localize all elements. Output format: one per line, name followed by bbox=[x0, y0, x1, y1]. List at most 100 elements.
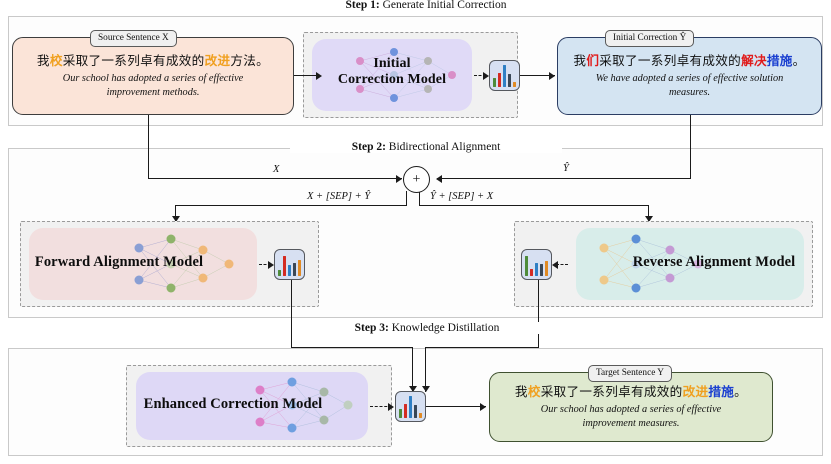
zh-seg-highlight: 们 bbox=[586, 52, 600, 68]
step1-name: Generate Initial Correction bbox=[382, 0, 507, 11]
zh-seg-highlight: 校 bbox=[49, 52, 63, 68]
split-drop-left bbox=[175, 205, 177, 222]
zh-seg: 采取了一系列卓有成效的 bbox=[599, 52, 742, 68]
split-arrow-left-head bbox=[171, 216, 180, 222]
initial-correction-tag: Initial Correction Ŷ bbox=[605, 30, 695, 47]
bar-1 bbox=[398, 409, 403, 418]
initial-correction-model-label: Initial Correction Model bbox=[337, 56, 447, 87]
step2-number: Step 2: bbox=[351, 141, 386, 153]
bar-2 bbox=[497, 73, 502, 87]
merge-arrow-right-head bbox=[436, 174, 442, 183]
step3-name: Knowledge Distillation bbox=[391, 322, 500, 334]
arrow-reverse-to-chart-head bbox=[552, 260, 558, 269]
distill-drop-right bbox=[538, 280, 540, 348]
zh-seg-highlight: 解决 bbox=[741, 52, 767, 68]
initial-correction-model-card[interactable]: Initial Correction Model bbox=[312, 39, 472, 111]
zh-seg-highlight: 校 bbox=[527, 383, 541, 399]
source-sentence-zh: 我校采取了一系列卓有成效的改进方法。 bbox=[37, 53, 269, 69]
target-sentence-tag: Target Sentence Y bbox=[588, 365, 673, 382]
zh-seg: 我 bbox=[573, 52, 587, 68]
distill-down-left bbox=[412, 347, 414, 392]
step1-title: Step 1: Generate Initial Correction bbox=[270, 0, 582, 11]
initial-correction-bubble: 我们采取了一系列卓有成效的解决措施。 We have adopted a ser… bbox=[557, 37, 822, 115]
split-arrow-right-head bbox=[644, 216, 653, 222]
distill-line-right bbox=[425, 347, 539, 349]
zh-seg: 采取了一系列卓有成效的 bbox=[62, 52, 205, 68]
dashed-reverse-to-chart bbox=[556, 264, 568, 265]
bar-1 bbox=[524, 256, 529, 276]
target-sentence-en: Our school has adopted a series of effec… bbox=[540, 404, 722, 429]
step2-name: Bidirectional Alignment bbox=[388, 141, 501, 153]
dashed-forward-to-chart bbox=[259, 264, 271, 265]
edge-label-reverse-input: Ŷ + [SEP] + X bbox=[428, 191, 496, 202]
chart-icon-enhanced-output bbox=[395, 391, 426, 422]
arrow-enhanced-to-chart-head bbox=[388, 402, 394, 411]
bar-4 bbox=[292, 263, 297, 276]
bar-2 bbox=[529, 269, 534, 276]
split-stem-left bbox=[406, 191, 408, 206]
bar-1 bbox=[492, 78, 497, 87]
reverse-alignment-model-card[interactable]: Reverse Alignment Model bbox=[576, 228, 804, 300]
arrow-forward-to-chart-head bbox=[268, 260, 274, 269]
neural-network-icon bbox=[134, 234, 234, 293]
source-sentence-en: Our school has adopted a series of effec… bbox=[62, 73, 244, 98]
bar-5 bbox=[512, 82, 517, 87]
bar-5 bbox=[544, 261, 549, 276]
split-line-left bbox=[175, 205, 407, 207]
split-line-right bbox=[419, 205, 649, 207]
zh-seg-highlight: 改进 bbox=[682, 383, 709, 399]
merge-symbol: + bbox=[412, 171, 421, 187]
neural-network-icon bbox=[356, 48, 456, 102]
merge-line-left bbox=[148, 178, 402, 180]
drop-line-yhat bbox=[690, 115, 692, 179]
enhanced-correction-model-label: Enhanced Correction Model bbox=[143, 396, 323, 412]
zh-seg: 我 bbox=[514, 383, 528, 399]
edge-label-forward-input: X + [SEP] + Ŷ bbox=[305, 191, 373, 202]
initial-correction-zh: 我们采取了一系列卓有成效的解决措施。 bbox=[573, 53, 805, 69]
forward-alignment-model-card[interactable]: Forward Alignment Model bbox=[29, 228, 257, 300]
arrow-source-to-model-line bbox=[294, 75, 319, 77]
distill-arrow-right-head bbox=[421, 386, 430, 392]
bar-4 bbox=[539, 264, 544, 276]
forward-alignment-model-label: Forward Alignment Model bbox=[34, 254, 204, 270]
reverse-alignment-model-label: Reverse Alignment Model bbox=[632, 254, 796, 270]
zh-seg-highlight: 改进 bbox=[204, 52, 231, 68]
bar-2 bbox=[282, 256, 287, 276]
zh-seg-highlight: 措施 bbox=[766, 52, 793, 68]
bar-3 bbox=[287, 265, 292, 276]
arrow-model-to-chart1-head bbox=[483, 71, 489, 80]
source-sentence-bubble: 我校采取了一系列卓有成效的改进方法。 Our school has adopte… bbox=[12, 37, 294, 115]
bar-5 bbox=[418, 413, 423, 418]
arrow-chart-to-target-head bbox=[480, 402, 486, 411]
arrow-chart-to-target-line bbox=[426, 406, 486, 408]
arrow-chart1-to-correction-head bbox=[549, 71, 555, 80]
step1-number: Step 1: bbox=[345, 0, 380, 11]
zh-seg-highlight: 措施 bbox=[708, 383, 735, 399]
chart-icon-initial-correction bbox=[489, 60, 520, 91]
edge-label-x: X bbox=[271, 164, 282, 175]
split-stem-right bbox=[419, 191, 421, 206]
step3-number: Step 3: bbox=[354, 322, 389, 334]
target-sentence-zh: 我校采取了一系列卓有成效的改进措施。 bbox=[515, 384, 747, 400]
bar-5 bbox=[297, 260, 302, 276]
merge-line-right bbox=[437, 178, 691, 180]
chart-icon-reverse-output bbox=[521, 249, 552, 280]
bar-4 bbox=[507, 74, 512, 87]
bar-3 bbox=[502, 65, 507, 87]
enhanced-correction-model-card[interactable]: Enhanced Correction Model bbox=[136, 372, 368, 440]
target-sentence-bubble: 我校采取了一系列卓有成效的改进措施。 Our school has adopte… bbox=[489, 372, 773, 442]
distill-down-right bbox=[425, 347, 427, 392]
distill-arrow-left-head bbox=[408, 386, 417, 392]
zh-seg: 。 bbox=[792, 52, 806, 68]
zh-seg: 我 bbox=[36, 52, 50, 68]
distill-drop-left bbox=[291, 280, 293, 348]
dashed-model-to-chart1 bbox=[474, 75, 486, 76]
neural-network-icon bbox=[599, 234, 703, 293]
zh-seg: 方法。 bbox=[230, 52, 270, 68]
step3-title: Step 3: Knowledge Distillation bbox=[296, 322, 558, 334]
step2-title: Step 2: Bidirectional Alignment bbox=[290, 141, 562, 153]
neural-network-icon bbox=[255, 377, 353, 433]
initial-correction-en: We have adopted a series of effective so… bbox=[595, 73, 784, 98]
split-drop-right bbox=[648, 205, 650, 222]
source-sentence-tag: Source Sentence X bbox=[90, 30, 177, 47]
